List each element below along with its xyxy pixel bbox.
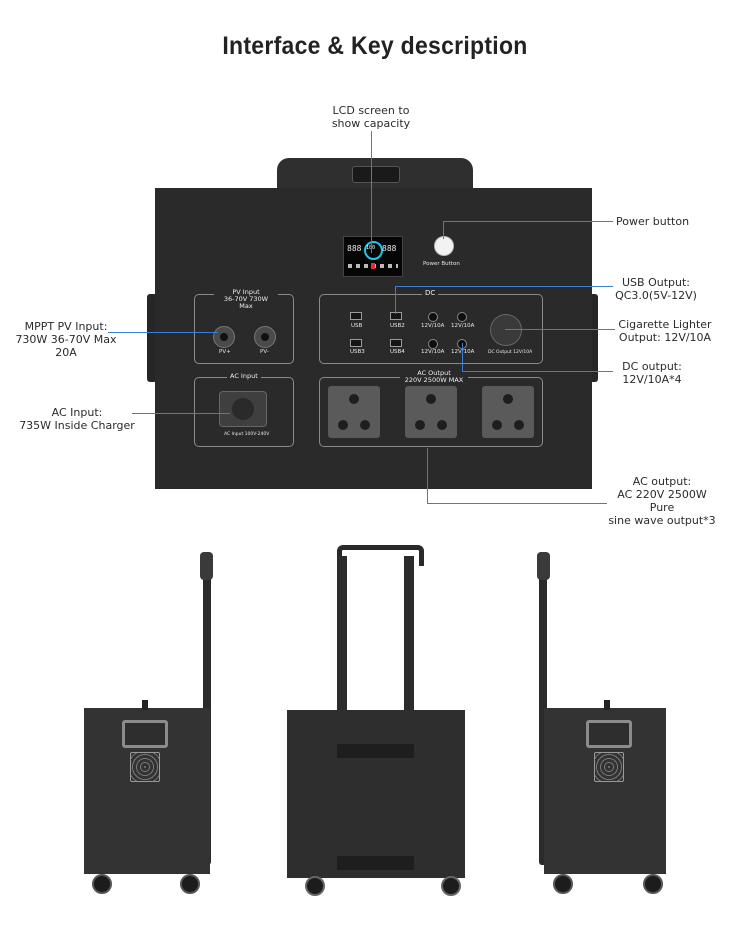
mppt-callout: MPPT PV Input: 730W 36-70V Max 20A — [15, 320, 117, 359]
lcd-capacity-ring — [364, 241, 383, 260]
usb-port-4[interactable] — [390, 339, 402, 347]
ac-output-callout-line-v — [427, 448, 428, 503]
pv-minus-port[interactable] — [254, 326, 276, 348]
dc-port-2[interactable] — [457, 312, 467, 322]
page-title: Interface & Key description — [222, 32, 528, 60]
usb-callout-line-h — [395, 286, 613, 287]
pv-minus-label: PV- — [260, 349, 269, 355]
power-callout: Power button — [616, 215, 690, 228]
ac-outlet-2-live-pin — [415, 420, 425, 430]
ac-input-title: AC Input — [227, 373, 261, 380]
right-view-handle-top — [537, 552, 550, 580]
right-view-handle-plate — [586, 720, 632, 748]
right-view-wheel-1 — [553, 874, 573, 894]
back-view-wheel-2 — [441, 876, 461, 896]
cigarette-lighter-label: DC Output 12V/10A — [488, 350, 533, 355]
ac-output-callout: AC output: AC 220V 2500W Pure sine wave … — [608, 475, 716, 527]
dc-callout: DC output: 12V/10A*4 — [622, 360, 682, 386]
left-view-handle-top — [200, 552, 213, 580]
back-view-handle-bar — [337, 545, 424, 566]
back-view-crossbar-2 — [337, 856, 414, 870]
ac-outlet-3-earth-pin — [503, 394, 513, 404]
ac-input-socket[interactable] — [219, 391, 267, 427]
lcd-left-value: 888 — [347, 244, 362, 253]
lcd-center-value: 100 — [366, 245, 375, 251]
cigarette-callout: Cigarette Lighter Output: 12V/10A — [618, 318, 712, 344]
ac-outlet-3-neutral-pin — [514, 420, 524, 430]
ac-outlet-2-earth-pin — [426, 394, 436, 404]
lcd-right-value: 888 — [382, 244, 397, 253]
usb-port-1[interactable] — [350, 312, 362, 320]
lcd-screen: 888 100 888 — [343, 236, 403, 277]
left-view-handle-plate — [122, 720, 168, 748]
dc-callout-line-v — [462, 343, 463, 371]
usb-callout: USB Output: QC3.0(5V-12V) — [615, 276, 697, 302]
right-view-handle-pole — [539, 555, 547, 865]
back-view-crossbar-1 — [337, 744, 414, 758]
dc-port-2-label: 12V/10A — [451, 323, 475, 329]
power-button-label: Power Button — [423, 261, 460, 267]
cigarette-lighter-port[interactable] — [490, 314, 522, 346]
ac-input-socket-face — [232, 398, 254, 420]
back-view-wheel-1 — [305, 876, 325, 896]
cigarette-callout-line — [505, 329, 615, 330]
ac-outlet-2[interactable] — [405, 386, 457, 438]
ac-input-label: AC Input 100V-240V — [224, 432, 270, 437]
pv-minus-port-center — [261, 333, 269, 341]
right-view-fan-grill — [594, 752, 624, 782]
pv-plus-port[interactable] — [213, 326, 235, 348]
left-view-fan-grill — [130, 752, 160, 782]
lcd-warning-icon — [371, 263, 375, 269]
left-view-wheel-1 — [92, 874, 112, 894]
usb-3-label: USB3 — [350, 349, 365, 355]
ac-outlet-1-neutral-pin — [360, 420, 370, 430]
lcd-callout-line — [371, 131, 372, 253]
ac-outlet-3[interactable] — [482, 386, 534, 438]
usb-port-3[interactable] — [350, 339, 362, 347]
dc-callout-line-h — [462, 371, 613, 372]
ac-output-title: AC Output 220V 2500W MAX — [400, 370, 468, 384]
usb-callout-line-v — [395, 286, 396, 314]
right-side-grip — [588, 294, 598, 382]
ac-outlet-2-neutral-pin — [437, 420, 447, 430]
right-view-top-knob — [604, 700, 610, 710]
right-view-wheel-2 — [643, 874, 663, 894]
dc-title: DC — [422, 290, 439, 297]
dc-port-3[interactable] — [428, 339, 438, 349]
lcd-callout: LCD screen to show capacity — [331, 104, 411, 130]
ac-input-callout-line — [132, 413, 230, 414]
ac-outlet-1[interactable] — [328, 386, 380, 438]
dc-port-1[interactable] — [428, 312, 438, 322]
pv-plus-port-center — [220, 333, 228, 341]
ac-outlet-1-earth-pin — [349, 394, 359, 404]
usb-4-label: USB4 — [390, 349, 405, 355]
power-button[interactable] — [434, 236, 454, 256]
power-callout-line-h — [443, 221, 613, 222]
dc-port-1-label: 12V/10A — [421, 323, 445, 329]
mppt-callout-line — [108, 332, 218, 333]
ac-outlet-1-live-pin — [338, 420, 348, 430]
top-handle-grip — [352, 166, 400, 183]
pv-plus-label: PV+ — [219, 349, 231, 355]
usb-2-label: USB2 — [390, 323, 405, 329]
ac-input-callout: AC Input: 735W Inside Charger — [19, 406, 135, 432]
pv-input-title: PV Input 36-70V 730W Max — [214, 289, 278, 310]
dc-port-3-label: 12V/10A — [421, 349, 445, 355]
ac-output-callout-line-h — [427, 503, 607, 504]
left-side-grip — [147, 294, 157, 382]
left-view-top-knob — [142, 700, 148, 710]
usb-port-2[interactable] — [390, 312, 402, 320]
left-view-wheel-2 — [180, 874, 200, 894]
ac-outlet-3-live-pin — [492, 420, 502, 430]
usb-1-label: USB — [351, 323, 363, 329]
power-callout-line-v — [443, 221, 444, 239]
back-view-body — [287, 710, 465, 878]
